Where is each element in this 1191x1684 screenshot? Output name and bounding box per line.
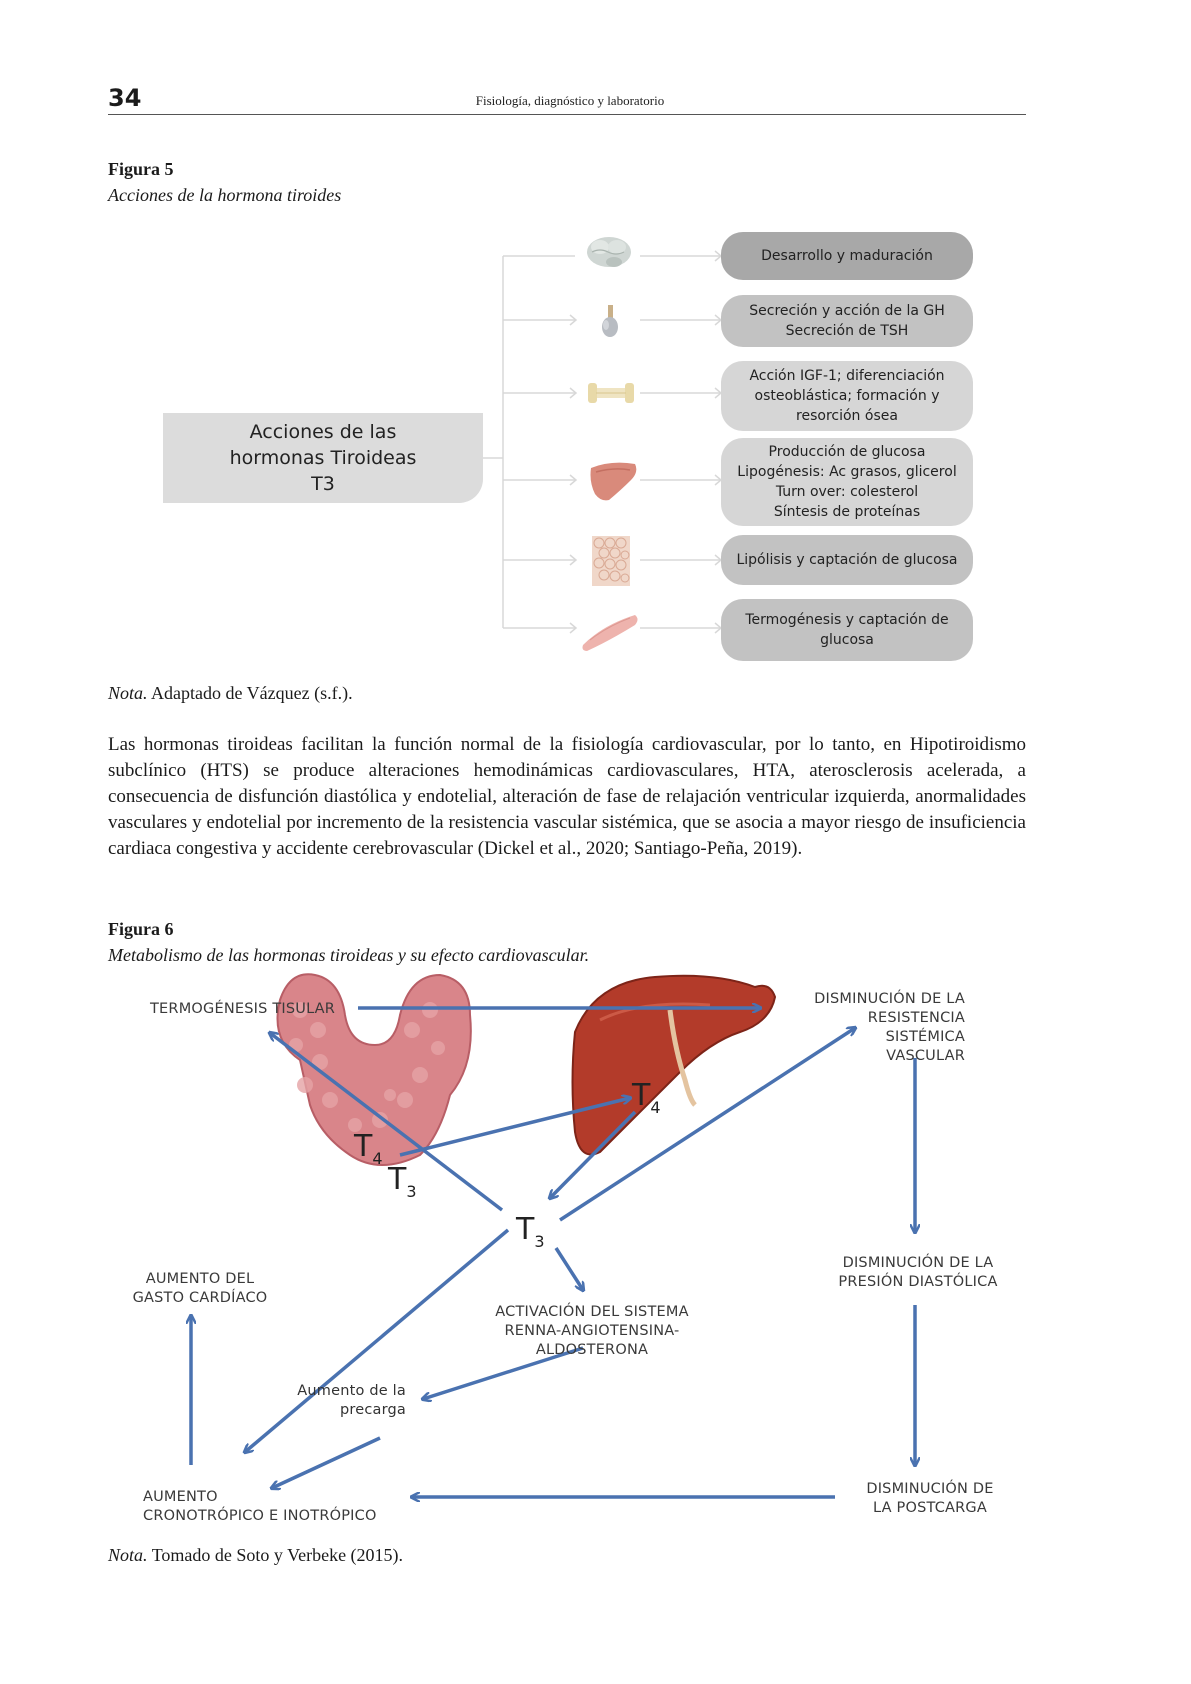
hormone-t3-center: T3 (516, 1212, 545, 1251)
figure6-note: Nota. Tomado de Soto y Verbeke (2015). (108, 1545, 403, 1566)
action-pill-thermogenesis: Termogénesis y captación de glucosa (721, 599, 973, 661)
action-line: Desarrollo y maduración (761, 248, 933, 264)
action-line: resorción ósea (796, 408, 898, 424)
central-box-line: Acciones de las (249, 421, 397, 443)
label-cronotropico: AUMENTO CRONOTRÓPICO E INOTRÓPICO (143, 1488, 377, 1526)
action-line: glucosa (820, 632, 874, 648)
hormone-subscript: 4 (650, 1098, 661, 1117)
note-prefix: Nota. (108, 683, 148, 703)
liver-image (571, 974, 777, 1156)
muscle-icon (582, 615, 638, 651)
label-line: Aumento de la (297, 1383, 406, 1399)
label-line: RENNA-ANGIOTENSINA-ALDOSTERONA (504, 1323, 680, 1358)
action-line: Lipólisis y captación de glucosa (736, 552, 958, 568)
action-line: Secreción y acción de la GH (749, 303, 945, 319)
action-pill-lipolysis: Lipólisis y captación de glucosa (721, 535, 973, 585)
label-termogenesis: TERMOGÉNESIS TISULAR (150, 1001, 336, 1017)
action-line: Síntesis de proteínas (773, 504, 921, 520)
figure5-label: Figura 5 (108, 159, 174, 179)
label-line: AUMENTO DEL (145, 1271, 255, 1287)
label-precarga: Aumento de la precarga (296, 1382, 406, 1420)
label-line: ACTIVACIÓN DEL SISTEMA (495, 1304, 689, 1320)
note-prefix: Nota. (108, 1545, 148, 1565)
header-rule (108, 114, 1026, 115)
label-line: precarga (339, 1402, 406, 1418)
label-line: PRESIÓN DIASTÓLICA (838, 1274, 998, 1290)
action-line: Termogénesis y captación de (745, 612, 949, 628)
hormone-t3-thyroid: T3 (388, 1162, 417, 1201)
label-line: AUMENTO (143, 1489, 218, 1505)
action-line: Lipogénesis: Ac grasos, glicerol (737, 464, 957, 480)
figure5-diagram: Acciones de las hormonas Tiroideas T3 De… (0, 0, 1191, 680)
action-pill-gh: Secreción y acción de la GH Secreción de… (721, 295, 973, 347)
figure6-arrows (191, 1008, 915, 1497)
figure5-connectors (483, 237, 723, 651)
figure5-note: Nota. Adaptado de Vázquez (s.f.). (108, 683, 353, 704)
hormone-letter: T (516, 1212, 535, 1247)
pituitary-icon (602, 305, 618, 337)
central-hormones-box: Acciones de las hormonas Tiroideas T3 (163, 413, 483, 503)
hormone-subscript: 3 (406, 1182, 417, 1201)
figure6-title: Metabolismo de las hormonas tiroideas y … (108, 945, 590, 965)
hormone-letter: T (632, 1078, 651, 1113)
label-presion: DISMINUCIÓN DE LA PRESIÓN DIASTÓLICA (838, 1254, 998, 1292)
figure6-label: Figura 6 (108, 919, 174, 939)
hormone-t4-liver: T4 (632, 1078, 661, 1117)
note-text: Adaptado de Vázquez (s.f.). (147, 683, 353, 703)
central-box-line: hormonas Tiroideas (229, 447, 417, 469)
hormone-t4-thyroid: T4 (354, 1129, 383, 1168)
note-text: Tomado de Soto y Verbeke (2015). (147, 1545, 404, 1565)
action-pill-development: Desarrollo y maduración (721, 232, 973, 280)
action-line: Secreción de TSH (785, 323, 909, 339)
hormone-letter: T (354, 1129, 373, 1164)
action-line: osteoblástica; formación y (754, 388, 940, 404)
running-title: Fisiología, diagnóstico y laboratorio (475, 93, 665, 108)
label-activacion: ACTIVACIÓN DEL SISTEMA RENNA-ANGIOTENSIN… (452, 1303, 732, 1360)
label-resistencia: DISMINUCIÓN DE LA RESISTENCIA SISTÉMICA … (795, 990, 965, 1066)
label-line: CRONOTRÓPICO E INOTRÓPICO (143, 1508, 377, 1524)
bone-icon (588, 383, 634, 403)
adipose-tissue-icon (592, 536, 630, 586)
label-line: DISMINUCIÓN DE LA (814, 991, 965, 1007)
label-gasto: AUMENTO DEL GASTO CARDÍACO (130, 1270, 270, 1308)
action-line: Producción de glucosa (768, 444, 926, 460)
action-line: Turn over: colesterol (775, 484, 919, 500)
action-line: Acción IGF-1; diferenciación (749, 368, 945, 384)
central-box-line: T3 (311, 473, 335, 495)
hormone-subscript: 3 (534, 1232, 545, 1251)
label-postcarga: DISMINUCIÓN DE LA POSTCARGA (855, 1480, 1005, 1518)
action-pill-bone: Acción IGF-1; diferenciación osteoblásti… (721, 361, 973, 431)
action-pill-liver: Producción de glucosa Lipogénesis: Ac gr… (721, 438, 973, 526)
body-paragraph: Las hormonas tiroideas facilitan la func… (108, 734, 1026, 859)
hormone-letter: T (388, 1162, 407, 1197)
page-number: 34 (108, 84, 142, 112)
label-line: GASTO CARDÍACO (132, 1290, 268, 1306)
thyroid-gland-image (276, 973, 472, 1166)
hormone-subscript: 4 (372, 1149, 383, 1168)
label-line: VASCULAR (886, 1048, 965, 1064)
liver-icon (590, 462, 637, 501)
label-line: LA POSTCARGA (873, 1500, 987, 1516)
label-line: DISMINUCIÓN DE LA (842, 1255, 994, 1271)
label-line: RESISTENCIA SISTÉMICA (867, 1010, 965, 1045)
brain-icon (587, 237, 631, 267)
label-line: DISMINUCIÓN DE (866, 1481, 994, 1497)
figure5-title: Acciones de la hormona tiroides (108, 185, 342, 205)
